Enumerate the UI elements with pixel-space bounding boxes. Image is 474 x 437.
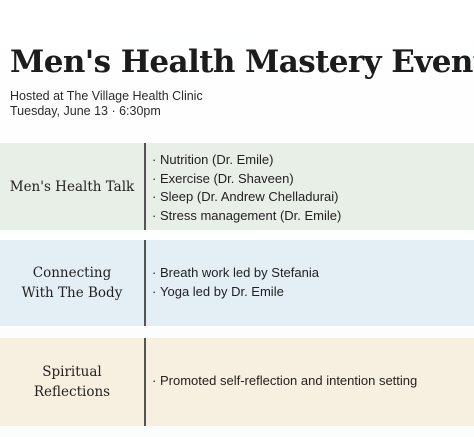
session-spiritual-reflections: Spiritual Reflections ·Promoted self-ref…	[0, 338, 474, 426]
session-connecting-with-the-body: Connecting With The Body ·Breath work le…	[0, 240, 474, 326]
bullet-icon: ·	[152, 152, 157, 167]
bullet-icon: ·	[152, 265, 157, 280]
session-divider	[144, 143, 146, 230]
session-label-line: Reflections	[33, 384, 111, 400]
bullet-icon: ·	[152, 189, 157, 204]
host-line: Hosted at The Village Health Clinic	[10, 89, 203, 103]
session-items: ·Nutrition (Dr. Emile) ·Exercise (Dr. Sh…	[152, 151, 341, 225]
session-label: Spiritual Reflections	[0, 362, 144, 402]
session-divider	[144, 338, 146, 426]
date-line: Tuesday, June 13 · 6:30pm	[10, 104, 161, 118]
session-divider	[144, 240, 146, 326]
list-item: ·Promoted self-reflection and intention …	[152, 372, 417, 391]
list-item: ·Nutrition (Dr. Emile)	[152, 151, 341, 170]
session-label-line: With The Body	[21, 285, 123, 301]
session-items: ·Promoted self-reflection and intention …	[152, 372, 417, 391]
session-label: Men's Health Talk	[0, 177, 144, 197]
session-label-line: Connecting	[32, 265, 112, 281]
session-items: ·Breath work led by Stefania ·Yoga led b…	[152, 264, 319, 301]
list-item: ·Breath work led by Stefania	[152, 264, 319, 283]
bullet-icon: ·	[152, 283, 157, 299]
list-item: ·Yoga led by Dr. Emile	[152, 283, 319, 302]
bullet-icon: ·	[152, 207, 157, 223]
bullet-icon: ·	[152, 170, 157, 186]
list-item: ·Stress management (Dr. Emile)	[152, 207, 341, 226]
session-label-text: Men's Health Talk	[9, 178, 135, 195]
session-mens-health-talk: Men's Health Talk ·Nutrition (Dr. Emile)…	[0, 143, 474, 230]
bullet-icon: ·	[152, 373, 157, 388]
session-label-line: Spiritual	[42, 364, 102, 380]
page-title: Men's Health Mastery Event	[10, 44, 474, 80]
session-label: Connecting With The Body	[0, 263, 144, 303]
list-item: ·Exercise (Dr. Shaveen)	[152, 170, 341, 189]
list-item: ·Sleep (Dr. Andrew Chelladurai)	[152, 188, 341, 207]
